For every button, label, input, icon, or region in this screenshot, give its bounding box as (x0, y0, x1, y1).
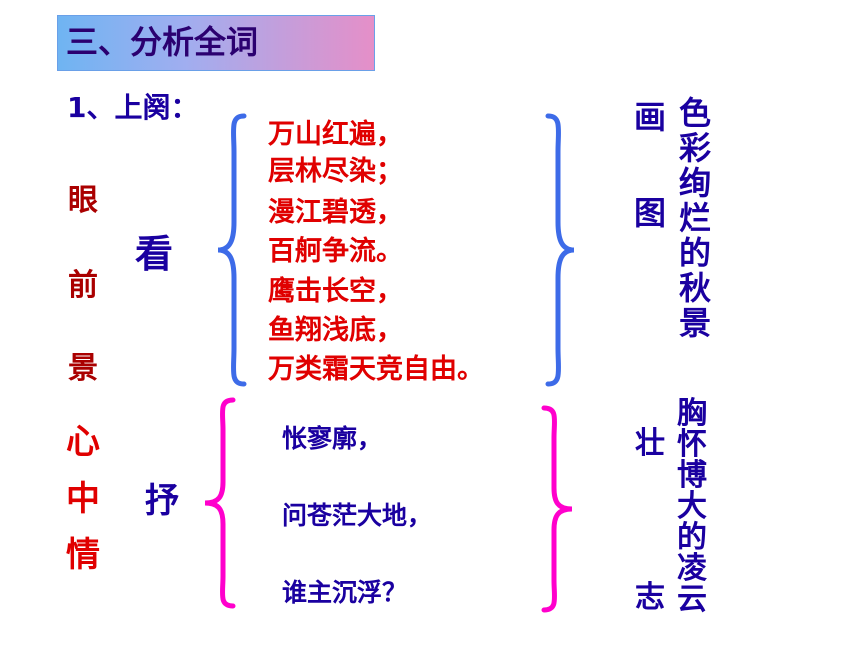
scene-line-5: 鹰击长空， (268, 276, 403, 307)
scene-line-6: 鱼翔浅底， (268, 315, 403, 346)
emotion-line-1: 怅寥廓， (282, 424, 383, 453)
scene-line-7: 万类霜天竞自由。 (268, 354, 484, 385)
left-brace-magenta (204, 397, 236, 609)
right-bottom-char-2: 志 (635, 580, 665, 615)
right-bottom-vertical-char-6: 凌 (677, 551, 707, 586)
right-top-vertical-char-4: 烂 (678, 199, 711, 237)
left-label-char-3: 景 (68, 351, 98, 386)
right-bottom-vertical-char-2: 怀 (677, 427, 707, 462)
left-label-char-5: 中 (66, 479, 100, 519)
right-brace-blue (545, 113, 575, 387)
right-top-char-1: 画 (633, 98, 666, 136)
left-brace-blue (217, 113, 247, 387)
scene-line-2: 层林尽染； (268, 156, 403, 187)
right-brace-magenta (541, 405, 573, 613)
scene-line-4: 百舸争流。 (268, 236, 403, 267)
right-top-vertical-char-6: 秋 (678, 269, 711, 307)
right-bottom-vertical-char-4: 大 (677, 489, 707, 524)
verb-look: 看 (135, 232, 174, 276)
right-top-vertical-text: 色彩绚烂的秋景 (675, 96, 715, 341)
right-top-vertical-char-5: 的 (678, 234, 711, 272)
section-label: 1、上阕： (67, 91, 199, 124)
right-bottom-vertical-char-5: 的 (677, 520, 707, 555)
scene-line-3: 漫江碧透， (268, 197, 403, 228)
right-bottom-vertical-text: 胸怀博大的凌云 (672, 398, 712, 615)
emotion-line-2: 问苍茫大地， (282, 501, 433, 530)
right-bottom-vertical-char-7: 云 (677, 582, 707, 617)
left-label-char-2: 前 (68, 268, 98, 303)
verb-express: 抒 (145, 481, 179, 521)
left-label-char-1: 眼 (68, 183, 98, 218)
page-title: 三、分析全词 (66, 23, 259, 61)
right-top-vertical-char-2: 彩 (678, 129, 711, 167)
right-bottom-char-1: 壮 (635, 426, 665, 461)
right-bottom-vertical-char-3: 博 (677, 458, 707, 493)
right-top-char-2: 图 (633, 194, 666, 232)
right-bottom-vertical-char-1: 胸 (677, 396, 707, 431)
emotion-line-3: 谁主沉浮？ (282, 578, 408, 607)
right-top-vertical-char-1: 色 (678, 94, 711, 132)
left-label-char-6: 情 (66, 535, 100, 575)
right-top-vertical-char-7: 景 (678, 304, 711, 342)
scene-line-1: 万山红遍， (268, 119, 403, 150)
left-label-char-4: 心 (66, 422, 100, 462)
right-top-vertical-char-3: 绚 (678, 164, 711, 202)
title-banner (57, 15, 375, 71)
